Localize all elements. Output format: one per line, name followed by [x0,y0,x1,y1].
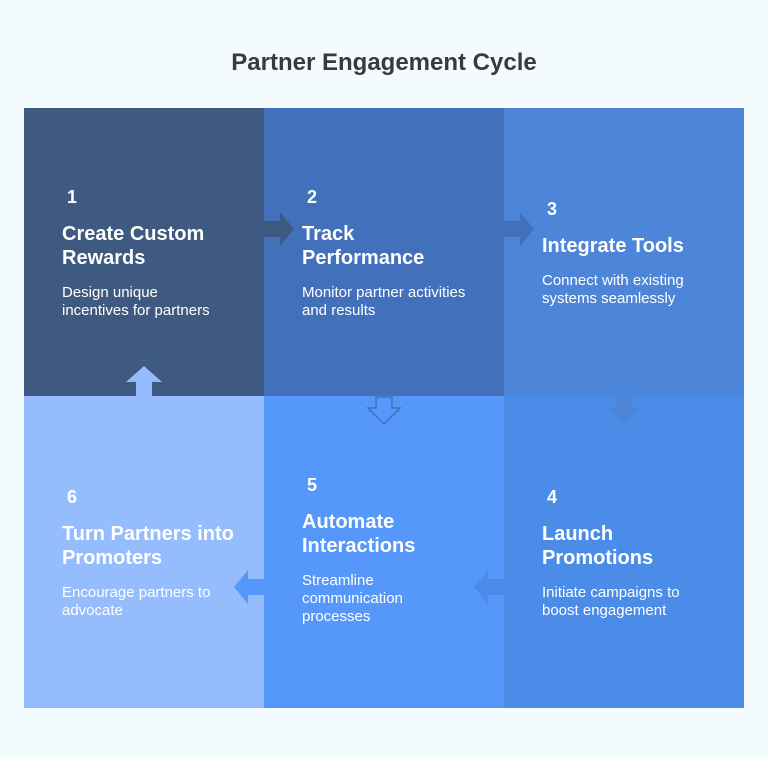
step-1-desc-line: incentives for partners [62,302,210,319]
step-2-description: Monitor partner activities and results [302,284,488,320]
step-2-heading-line: Track [302,223,355,245]
step-6-heading-line: Turn Partners into [62,523,234,545]
arrow-down-icon [608,394,640,424]
step-2-block: 2 Track Performance Monitor partner acti… [264,108,504,408]
step-3-heading-line: Integrate Tools [542,235,684,257]
diagram-title: Partner Engagement Cycle [231,49,537,76]
step-6-desc-line: advocate [62,602,123,619]
step-6-heading: Turn Partners into Promoters [62,522,248,570]
step-5-description: Streamline communication processes [302,572,488,626]
cycle-grid: 1 Create Custom Rewards Design unique in… [24,108,744,708]
step-5-desc-line: processes [302,608,371,625]
step-6-desc-line: Encourage partners to [62,584,211,601]
step-4-heading: Launch Promotions [542,522,728,570]
arrow-down-outline-icon [366,396,402,426]
step-4-description: Initiate campaigns to boost engagement [542,584,728,620]
step-3-heading: Integrate Tools [542,234,728,258]
step-1-number: 1 [67,187,78,207]
step-4-heading-line: Launch [542,523,614,545]
step-5-heading: Automate Interactions [302,510,488,558]
arrow-left-icon [474,570,504,604]
step-2-desc-line: and results [302,302,376,319]
arrow-up-icon [126,366,162,398]
step-6-description: Encourage partners to advocate [62,584,248,620]
step-1-desc-line: Design unique [62,284,158,301]
step-2-number: 2 [307,187,318,207]
step-2-heading: Track Performance [302,222,488,270]
step-3-number: 3 [547,199,558,219]
arrow-right-icon [504,212,534,246]
step-5-desc-line: Streamline [302,572,374,589]
arrow-right-icon [264,212,294,246]
step-3-desc-line: Connect with existing [542,272,684,289]
step-4-number: 4 [547,487,558,507]
step-5-block: 5 Automate Interactions Streamline commu… [264,396,504,708]
step-6-heading-line: Promoters [62,547,163,569]
step-4-desc-line: boost engagement [542,602,667,619]
step-1-heading: Create Custom Rewards [62,222,248,270]
step-4-heading-line: Promotions [542,547,654,569]
step-1-heading-line: Create Custom [62,223,205,245]
step-2-desc-line: Monitor partner activities [302,284,466,301]
step-3-description: Connect with existing systems seamlessly [542,272,728,308]
step-3-block: 3 Integrate Tools Connect with existing … [504,108,744,408]
arrow-left-icon [234,570,264,604]
step-6-block: 6 Turn Partners into Promoters Encourage… [24,396,264,708]
step-1-description: Design unique incentives for partners [62,284,248,320]
step-4-block: 4 Launch Promotions Initiate campaigns t… [504,396,744,708]
step-3-desc-line: systems seamlessly [542,290,676,307]
step-6-number: 6 [67,487,78,507]
step-1-block: 1 Create Custom Rewards Design unique in… [24,108,264,408]
step-2-heading-line: Performance [302,247,425,269]
step-5-number: 5 [307,475,318,495]
step-5-heading-line: Automate [302,511,395,533]
step-5-desc-line: communication [302,590,403,607]
step-1-heading-line: Rewards [62,247,146,269]
step-5-heading-line: Interactions [302,535,416,557]
step-4-desc-line: Initiate campaigns to [542,584,680,601]
